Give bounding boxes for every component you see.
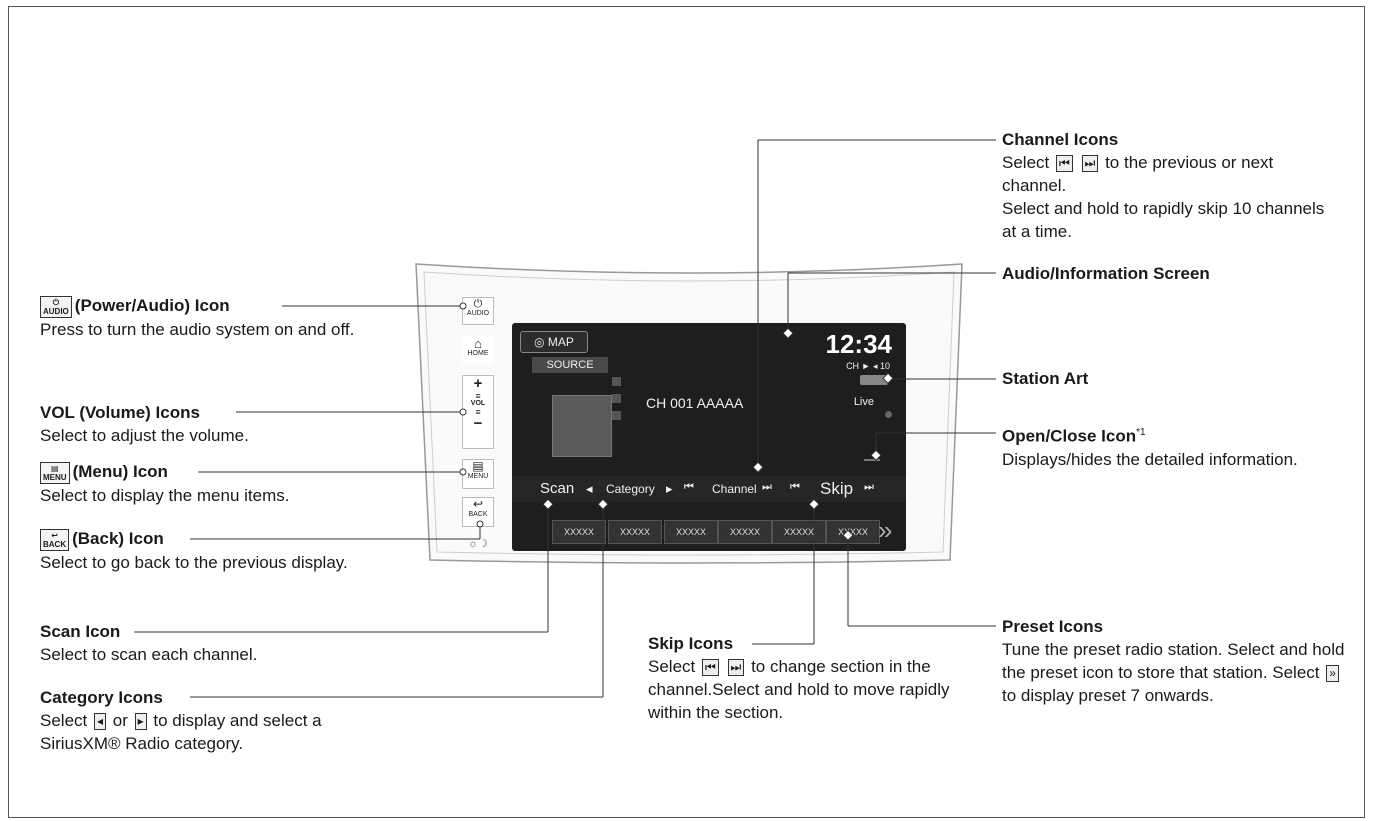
preset-more-icon: » xyxy=(1326,665,1339,683)
preset-button-3[interactable]: XXXXX xyxy=(664,520,718,544)
menu-title: (Menu) Icon xyxy=(72,462,168,481)
back-title: (Back) Icon xyxy=(72,529,164,548)
open-close-footnote: *1 xyxy=(1136,427,1146,438)
power-title: (Power/Audio) Icon xyxy=(74,296,230,315)
skip-prev-icon: ⏮ xyxy=(701,659,719,677)
open-close-title: Open/Close Icon xyxy=(1002,426,1137,446)
category-next-icon: ▸ xyxy=(134,713,147,731)
back-button[interactable]: ↩ BACK xyxy=(462,497,494,527)
home-button[interactable]: ⌂ HOME xyxy=(462,336,494,364)
open-close-button[interactable] xyxy=(864,449,880,461)
channel-status: CH ► ◂ 10 xyxy=(846,361,890,371)
callout-station-art: Station Art xyxy=(1002,367,1342,390)
home-icon: ⌂ xyxy=(474,336,482,351)
vol-bars-icon: ≡ xyxy=(475,391,481,401)
menu-button[interactable]: ▤ MENU xyxy=(462,459,494,489)
live-label: Live xyxy=(853,396,874,408)
map-label: MAP xyxy=(547,335,574,349)
skip-next-icon: ⏭ xyxy=(727,659,745,677)
volume-desc: Select to adjust the volume. xyxy=(40,426,249,445)
control-row: Scan ◂ Category ▸ ⏮ Channel ⏭ ⏮ Skip ⏭ xyxy=(512,476,906,502)
scan-desc: Select to scan each channel. xyxy=(40,645,258,664)
screen-title: Audio/Information Screen xyxy=(1002,264,1210,283)
power-desc: Press to turn the audio system on and of… xyxy=(40,319,355,339)
open-close-desc: Displays/hides the detailed information. xyxy=(1002,449,1298,469)
back-icon-callout: ↩BACK xyxy=(40,528,70,551)
preset-button-5[interactable]: XXXXX xyxy=(772,520,826,544)
channel-prev-button[interactable]: ⏮ xyxy=(684,481,694,493)
skip-label: Skip xyxy=(820,479,854,498)
skip-next-button[interactable]: ⏭ xyxy=(864,481,874,493)
channel-next-icon: ⏭ xyxy=(1081,155,1099,173)
callout-channel: Channel Icons Select ⏮ ⏭ to the previous… xyxy=(1002,128,1342,243)
station-art xyxy=(552,395,612,457)
preset-button-4[interactable]: XXXXX xyxy=(718,520,772,544)
category-prev-icon: ◂ xyxy=(93,713,107,731)
callout-volume: VOL (Volume) Icons Select to adjust the … xyxy=(40,401,380,447)
station-art-title: Station Art xyxy=(1002,369,1089,388)
callout-screen: Audio/Information Screen xyxy=(1002,262,1342,285)
power-icon: ⏻ xyxy=(473,298,483,310)
map-circle-icon: ◎ xyxy=(534,335,545,349)
category-label: Category xyxy=(606,482,655,496)
clock: 12:34 xyxy=(825,329,893,359)
vol-label: VOL xyxy=(470,400,486,407)
callout-back: ↩BACK(Back) Icon Select to go back to th… xyxy=(40,527,380,574)
callout-category: Category Icons Select ◂ or ▸ to display … xyxy=(40,686,400,755)
preset-button-6[interactable]: XXXXX xyxy=(826,520,880,544)
preset-more-button[interactable]: » xyxy=(878,515,893,545)
menu-icon: ▤ xyxy=(472,459,484,473)
preset-title: Preset Icons xyxy=(1002,617,1104,636)
menu-icon-callout: ▤MENU xyxy=(40,461,70,484)
vol-minus-button[interactable]: − xyxy=(473,415,483,432)
callout-open-close: Open/Close Icon*1 Displays/hides the det… xyxy=(1002,421,1342,471)
category-next-button[interactable]: ▸ xyxy=(666,481,673,496)
callout-preset: Preset Icons Tune the preset radio stati… xyxy=(1002,615,1358,707)
volume-title: VOL (Volume) Icons xyxy=(40,403,200,422)
menu-label: MENU xyxy=(467,473,489,480)
skip-prev-button[interactable]: ⏮ xyxy=(790,481,800,493)
brightness-icon: ☼☽ xyxy=(468,538,488,550)
channel-prev-icon: ⏮ xyxy=(1055,155,1073,173)
channel-label: Channel xyxy=(712,482,757,496)
list-checkboxes xyxy=(612,377,622,433)
skip-title: Skip Icons xyxy=(648,634,734,653)
figure-frame xyxy=(8,6,1365,818)
preset-button-1[interactable]: XXXXX xyxy=(552,520,606,544)
callout-power: ⏻AUDIO(Power/Audio) Icon Press to turn t… xyxy=(40,294,380,341)
vol-bars-icon-lower: ≡ xyxy=(475,407,481,417)
volume-buttons[interactable]: + ≡ VOL ≡ − xyxy=(462,375,494,449)
vol-plus-button[interactable]: + xyxy=(473,375,483,392)
menu-desc: Select to display the menu items. xyxy=(40,485,290,505)
back-label: BACK xyxy=(468,511,488,518)
station-art-thumb xyxy=(860,375,888,385)
category-title: Category Icons xyxy=(40,688,163,707)
callout-scan: Scan Icon Select to scan each channel. xyxy=(40,620,380,666)
power-audio-icon: ⏻AUDIO xyxy=(40,295,72,318)
audio-label: AUDIO xyxy=(466,310,490,317)
scan-button[interactable]: Scan xyxy=(540,480,575,497)
map-button[interactable]: ◎ MAP xyxy=(520,331,588,353)
channel-display: CH 001 AAAAA xyxy=(646,395,744,411)
audio-information-screen: ◎ MAP SOURCE 12:34 CH ► ◂ 10 CH 001 AAAA… xyxy=(512,323,906,551)
scan-title: Scan Icon xyxy=(40,622,121,641)
callout-skip: Skip Icons Select ⏮ ⏭ to change section … xyxy=(648,632,978,724)
back-desc: Select to go back to the previous displa… xyxy=(40,552,348,572)
live-indicator-dot xyxy=(885,411,892,418)
power-audio-button[interactable]: ⏻ AUDIO xyxy=(462,297,494,325)
preset-button-2[interactable]: XXXXX xyxy=(608,520,662,544)
home-label: HOME xyxy=(467,350,489,357)
channel-desc-hold: Select and hold to rapidly skip 10 chann… xyxy=(1002,199,1325,241)
source-button[interactable]: SOURCE xyxy=(532,357,608,373)
callout-menu: ▤MENU(Menu) Icon Select to display the m… xyxy=(40,460,380,507)
back-icon: ↩ xyxy=(472,497,484,511)
channel-title: Channel Icons xyxy=(1002,130,1119,149)
category-prev-button[interactable]: ◂ xyxy=(586,481,593,496)
channel-next-button[interactable]: ⏭ xyxy=(762,481,772,493)
